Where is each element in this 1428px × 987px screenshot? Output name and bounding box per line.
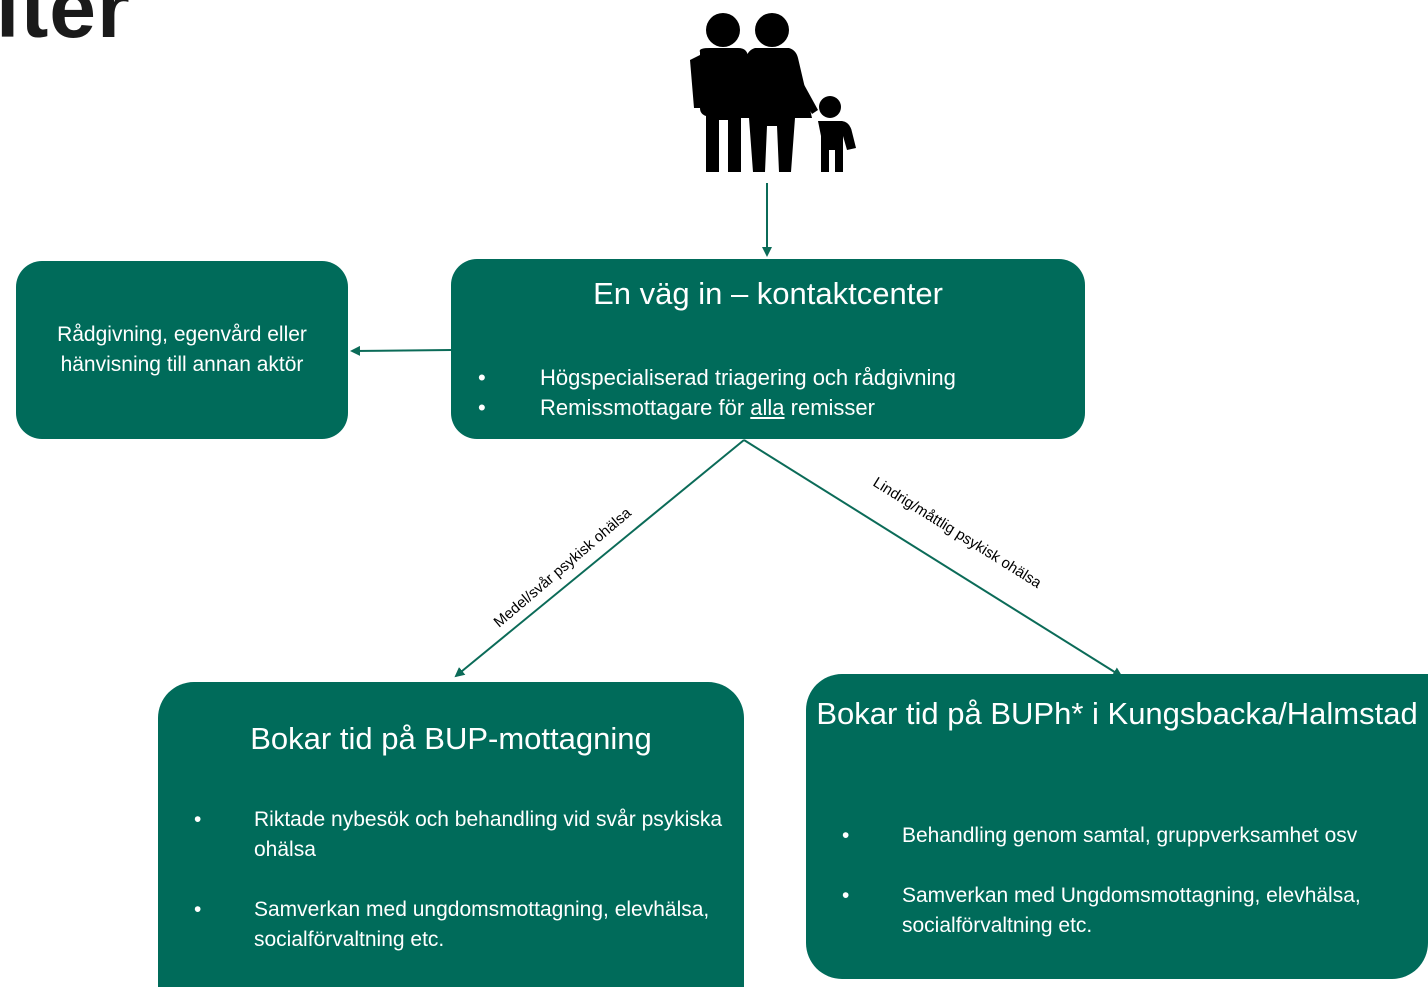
bullet-text: Behandling genom samtal, gruppverksamhet…	[902, 824, 1358, 847]
buph-box: Bokar tid på BUPh* i Kungsbacka/Halmstad…	[806, 674, 1428, 979]
bup-clinic-title: Bokar tid på BUP-mottagning	[250, 721, 652, 756]
list-item: • Behandling genom samtal, gruppverksamh…	[842, 821, 1412, 851]
bullet-marker: •	[478, 395, 486, 420]
list-item: • Högspecialiserad triagering och rådgiv…	[478, 363, 956, 393]
bullet-marker: •	[194, 808, 202, 831]
bullet-marker: •	[478, 365, 486, 390]
buph-bullets: • Behandling genom samtal, gruppverksamh…	[842, 821, 1412, 941]
buph-title: Bokar tid på BUPh* i Kungsbacka/Halmstad	[816, 696, 1418, 731]
list-item: • Samverkan med Ungdomsmottagning, elevh…	[842, 881, 1412, 941]
edge-label-severe: Medel/svår psykisk ohälsa	[491, 504, 636, 631]
bullet-text: Samverkan med Ungdomsmottagning, elevhäl…	[902, 884, 1361, 937]
contact-center-bullets: • Högspecialiserad triagering och rådgiv…	[478, 363, 956, 423]
list-item: • Samverkan med ungdomsmottagning, elevh…	[194, 895, 734, 955]
bup-clinic-box: Bokar tid på BUP-mottagning • Riktade ny…	[158, 682, 744, 987]
bullet-text-part: Remissmottagare för	[540, 395, 751, 420]
emphasis-all: alla	[750, 395, 785, 420]
family-icon	[690, 13, 856, 172]
bullet-text: Samverkan med ungdomsmottagning, elevhäl…	[254, 898, 710, 951]
bullet-text-part: remisser	[784, 395, 875, 420]
bullet-marker: •	[194, 898, 202, 921]
bullet-text: Högspecialiserad triagering och rådgivni…	[540, 365, 956, 390]
page-title-fragment: iter	[0, 0, 131, 55]
bup-clinic-bullets: • Riktade nybesök och behandling vid svå…	[194, 805, 734, 955]
bullet-text: Remissmottagare för alla remisser	[478, 393, 956, 423]
bullet-marker: •	[842, 824, 850, 847]
list-item: • Riktade nybesök och behandling vid svå…	[194, 805, 734, 865]
bullet-text: Riktade nybesök och behandling vid svår …	[254, 808, 723, 861]
advice-box: Rådgivning, egenvård eller hänvisning ti…	[16, 261, 348, 439]
list-item: • Remissmottagare för alla remisser	[478, 393, 956, 423]
advice-box-text: Rådgivning, egenvård eller hänvisning ti…	[57, 323, 307, 376]
contact-center-box: En väg in – kontaktcenter • Högspecialis…	[451, 259, 1085, 439]
bullet-marker: •	[842, 884, 850, 907]
contact-center-title: En väg in – kontaktcenter	[593, 276, 943, 311]
